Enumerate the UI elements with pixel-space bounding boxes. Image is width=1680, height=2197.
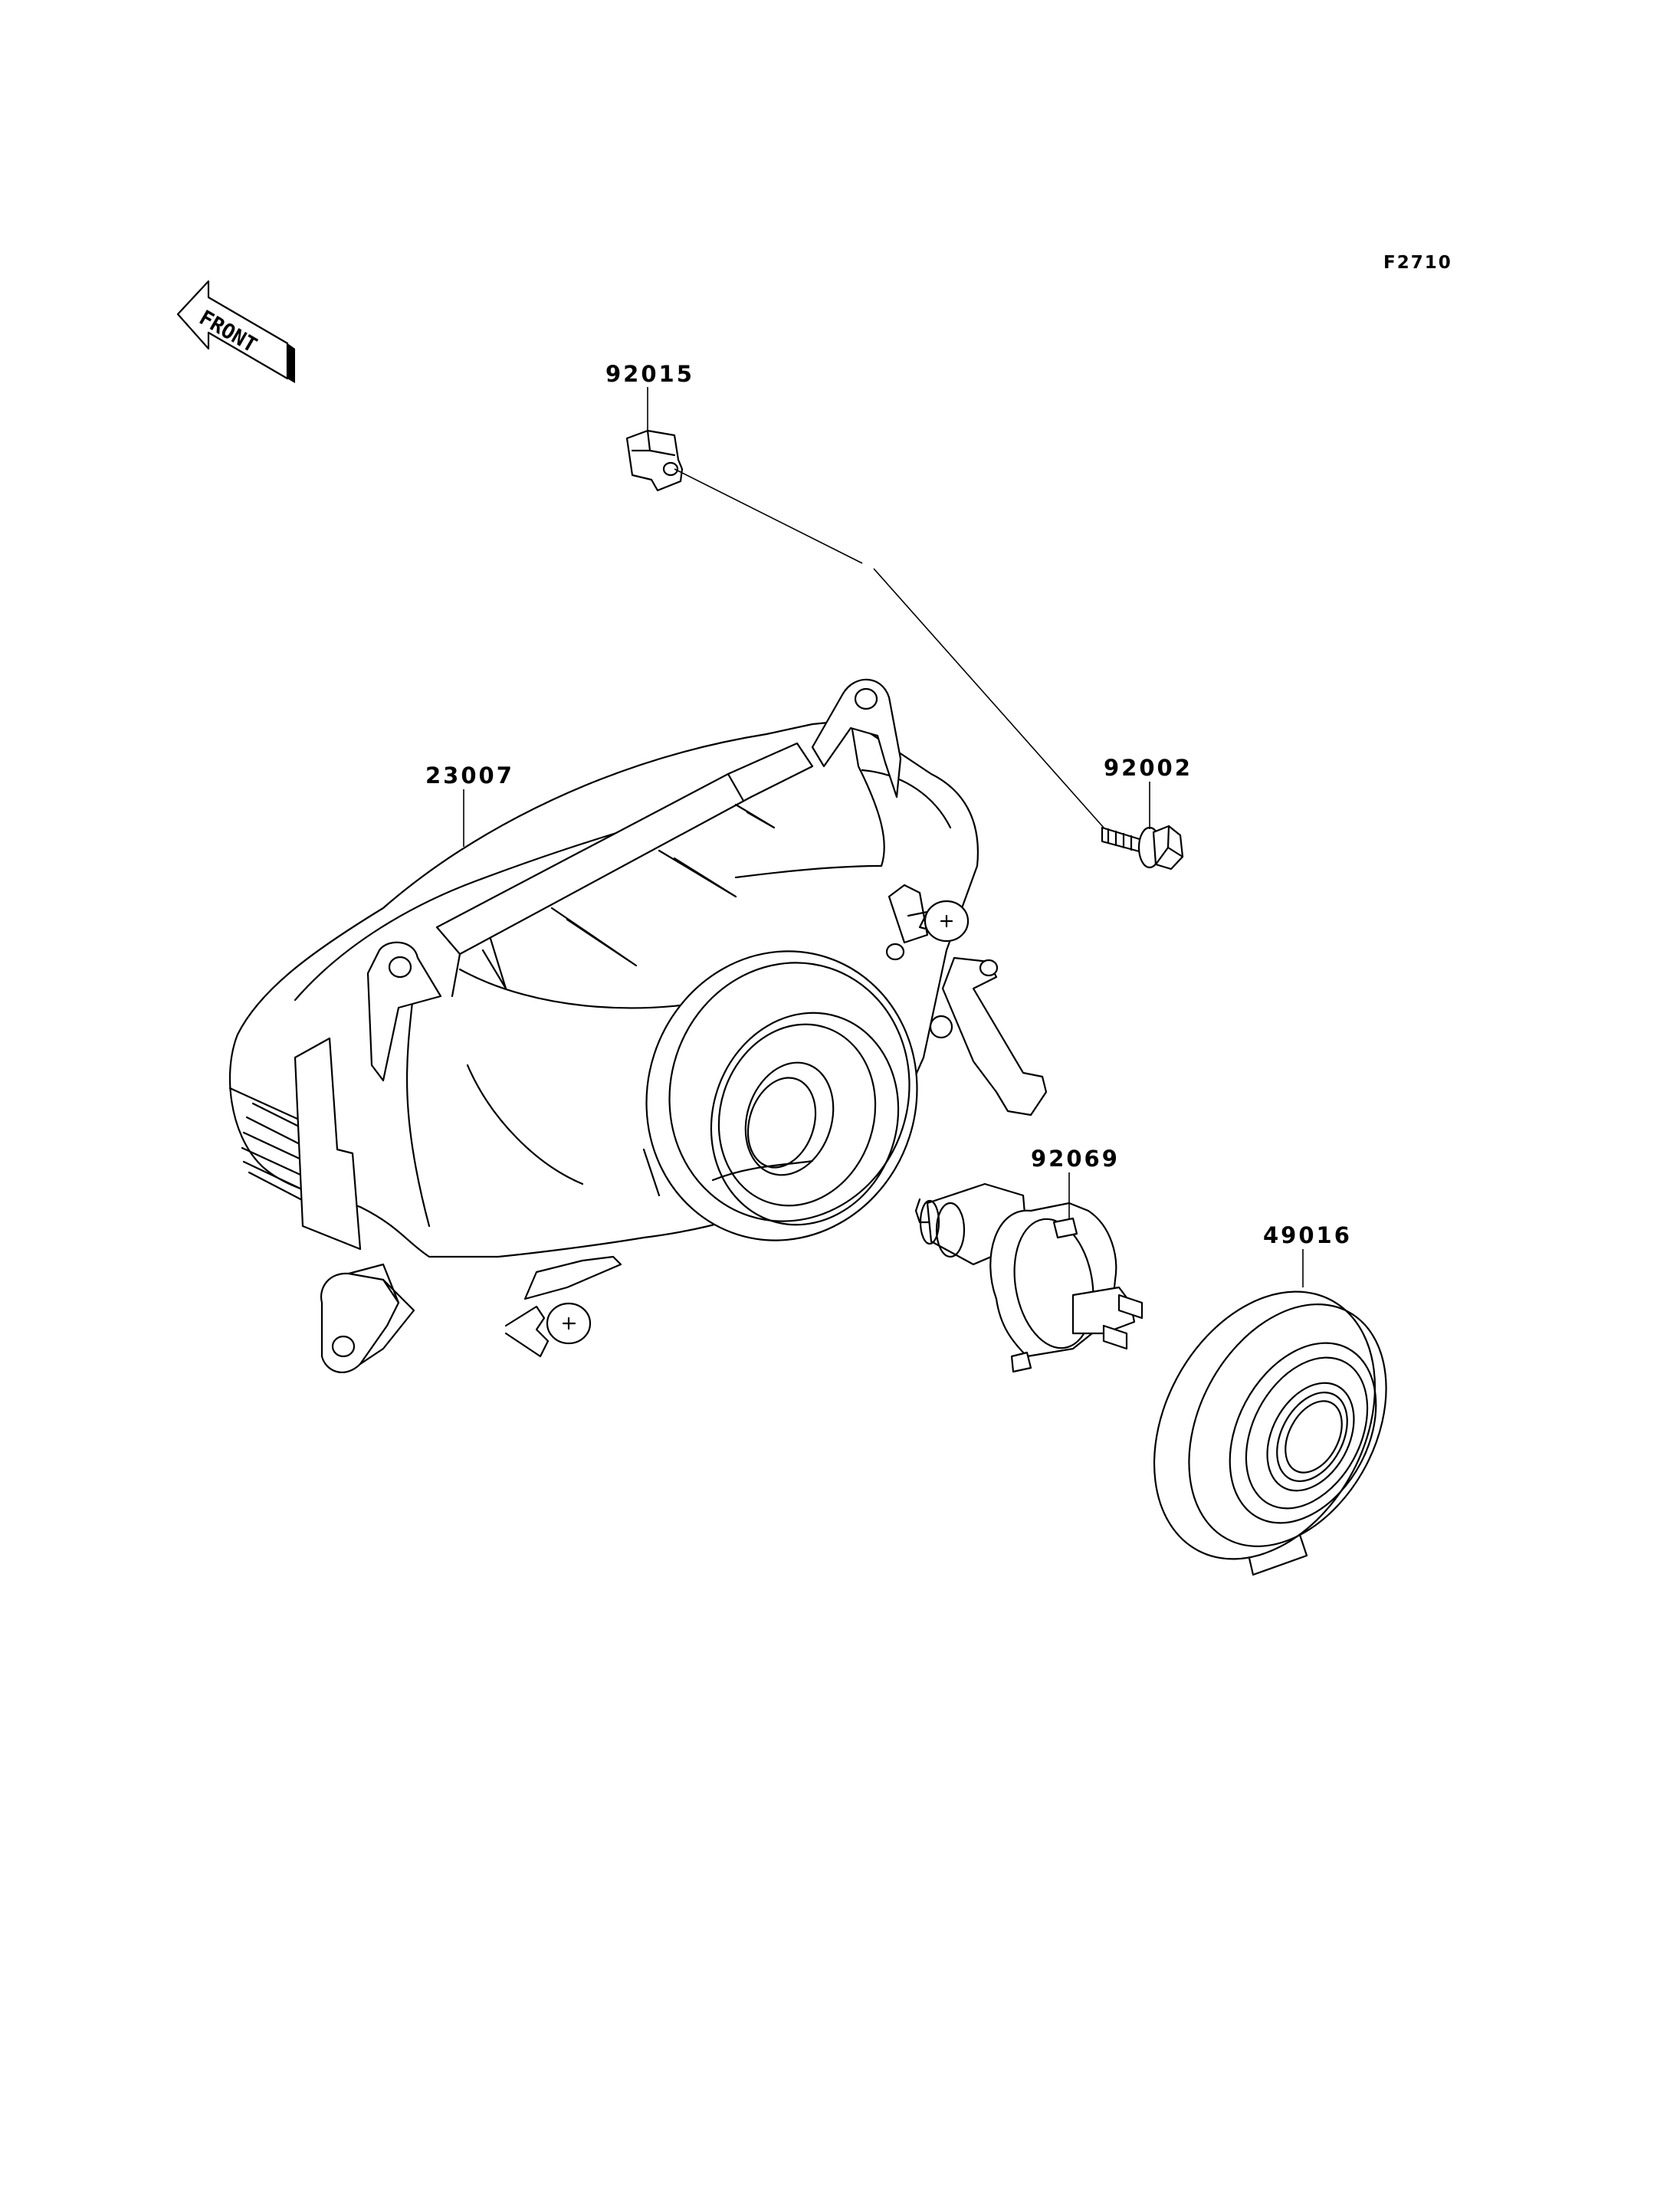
clip-nut-92015 bbox=[625, 429, 684, 492]
part-label-92002: 92002 bbox=[1104, 755, 1193, 781]
front-arrow-icon: FRONT bbox=[176, 280, 295, 383]
part-label-23007: 23007 bbox=[425, 762, 514, 789]
rubber-cap-49016 bbox=[1153, 1290, 1387, 1576]
bulb-92069 bbox=[914, 1182, 1144, 1373]
figure-code: F2710 bbox=[1383, 253, 1452, 273]
part-label-92015: 92015 bbox=[605, 361, 694, 387]
aim-adjuster-bottom bbox=[504, 1255, 622, 1358]
part-label-92069: 92069 bbox=[1031, 1146, 1120, 1172]
headlight-housing-23007 bbox=[228, 678, 1048, 1373]
part-label-49016: 49016 bbox=[1263, 1222, 1352, 1248]
flange-bolt-92002 bbox=[1101, 825, 1184, 871]
aim-adjuster-top bbox=[885, 884, 1048, 1117]
bulb-opening bbox=[642, 950, 918, 1241]
